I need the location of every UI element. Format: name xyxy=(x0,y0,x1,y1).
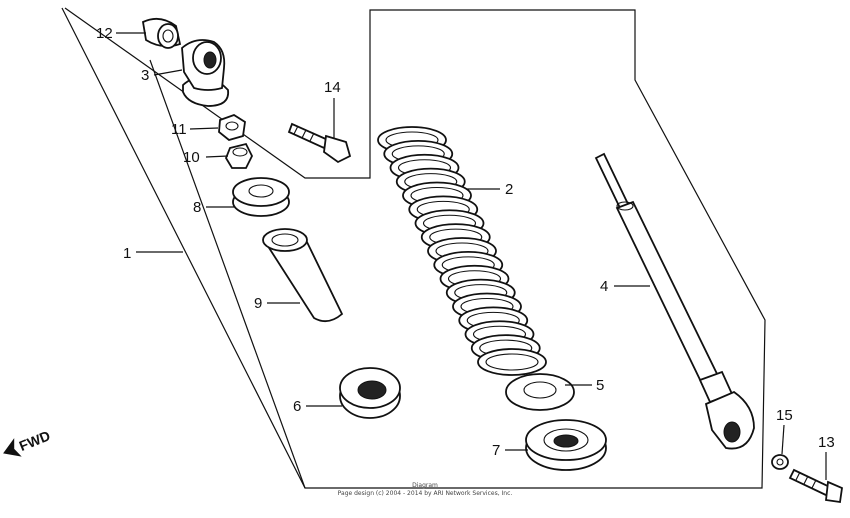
spring-coil xyxy=(477,348,547,376)
footer-copyright: Page design (c) 2004 - 2014 by ARI Netwo… xyxy=(337,490,513,497)
callout-8: 8 xyxy=(193,199,201,216)
callout-7: 7 xyxy=(492,442,500,459)
callout-2: 2 xyxy=(505,181,513,198)
part-11-nut xyxy=(218,114,246,141)
part-4-damper xyxy=(594,152,755,450)
callout-6: 6 xyxy=(293,398,301,415)
callout-4: 4 xyxy=(600,278,608,295)
forward-direction-indicator: FWD xyxy=(0,411,74,474)
part-12-bushing xyxy=(142,17,182,49)
leader-lines xyxy=(116,32,827,480)
part-13-bolt xyxy=(788,468,843,504)
part-14-bolt xyxy=(287,122,352,164)
part-8-collar xyxy=(232,177,290,217)
part-7-lower-seat xyxy=(525,419,607,471)
callout-3: 3 xyxy=(141,67,149,84)
callout-1: 1 xyxy=(123,245,131,262)
arrow-left-icon xyxy=(3,438,22,457)
footer-caption: Diagram xyxy=(412,482,438,489)
assembly-boundary-diagonal xyxy=(149,59,306,489)
part-10-lock-nut xyxy=(224,142,254,169)
callout-12: 12 xyxy=(96,25,113,42)
part-15-washer xyxy=(771,454,789,470)
part-9-sleeve xyxy=(262,228,344,323)
spring-coil-inner xyxy=(485,353,539,371)
part-6-adjuster xyxy=(339,367,401,419)
callout-9: 9 xyxy=(254,295,262,312)
part-3-upper-mount xyxy=(181,39,230,107)
callout-13: 13 xyxy=(818,434,835,451)
part-2-coil-spring xyxy=(377,126,547,376)
callout-14: 14 xyxy=(324,79,341,96)
callout-15: 15 xyxy=(776,407,793,424)
part-5-spring-seat xyxy=(505,373,575,411)
callout-10: 10 xyxy=(183,149,200,166)
callout-5: 5 xyxy=(596,377,604,394)
callout-11: 11 xyxy=(171,121,187,138)
assembly-boundary-left xyxy=(61,7,766,489)
fwd-label: FWD xyxy=(16,427,53,455)
